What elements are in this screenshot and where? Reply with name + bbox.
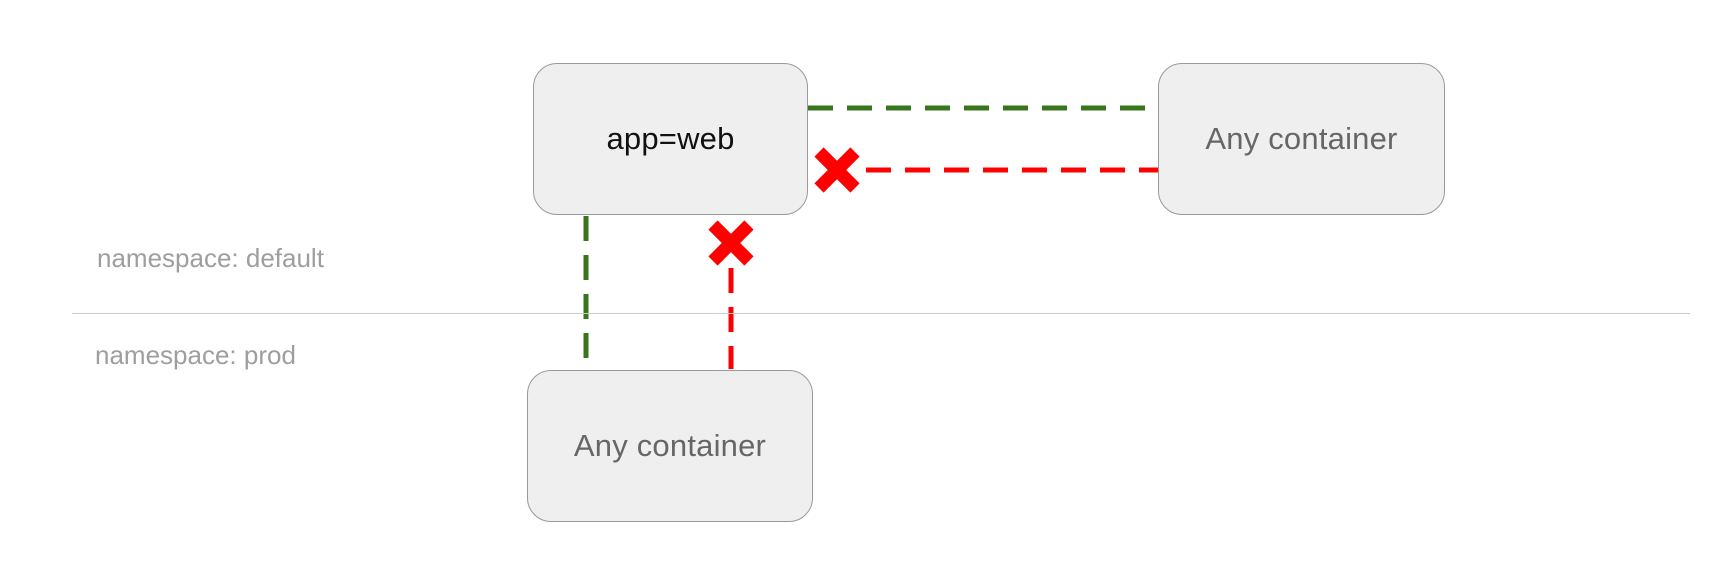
namespace-prod-label: namespace: prod <box>95 340 296 370</box>
node-any-container-default: Any container <box>1158 63 1445 215</box>
namespace-divider-line <box>72 313 1690 314</box>
node-app-web-label: app=web <box>606 121 735 156</box>
blocked-x-icon <box>814 147 860 193</box>
namespace-default-label: namespace: default <box>97 243 324 273</box>
blocked-x-icon <box>708 220 754 266</box>
node-app-web: app=web <box>533 63 808 215</box>
node-any-container-default-label: Any container <box>1205 121 1398 156</box>
node-any-container-prod: Any container <box>527 370 813 522</box>
node-any-container-prod-label: Any container <box>573 428 767 463</box>
